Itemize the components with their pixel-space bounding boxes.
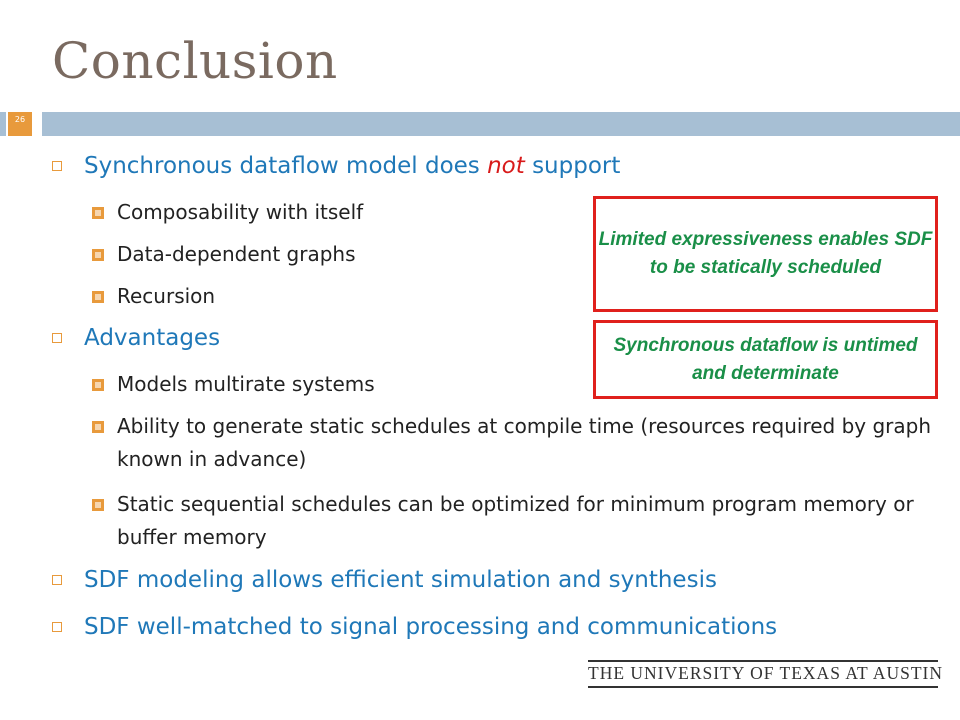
callout-text: Synchronous dataflow is untimed and dete… [613,334,918,384]
hollow-square-bullet-icon [52,575,62,585]
square-bullet-icon [92,379,104,391]
logo-text: THE UNIVERSITY OF TEXAS AT AUSTIN [588,663,943,683]
callout-limited-expressiveness: Limited expressiveness enables SDF to be… [593,196,938,312]
slide-title: Conclusion [52,32,338,90]
square-bullet-icon [92,249,104,261]
sub-bullet-text: Composability with itself [117,200,364,224]
bullet-text: SDF well-matched to signal processing an… [84,614,778,640]
square-bullet-icon [92,499,104,511]
sub-bullet-text: Recursion [117,284,216,308]
header-bar [42,112,960,136]
bullet-text: Advantages [84,325,221,351]
callout-text: Limited expressiveness enables SDF to be… [598,229,933,278]
logo-rule-bottom [588,686,938,688]
slide-number: 26 [8,112,32,136]
sub-bullet-text: Static sequential schedules can be optim… [117,492,914,549]
logo-rule-top [588,660,938,662]
square-bullet-icon [92,291,104,303]
hollow-square-bullet-icon [52,333,62,343]
hollow-square-bullet-icon [52,161,62,171]
callout-untimed-determinate: Synchronous dataflow is untimed and dete… [593,320,938,399]
header-bar-left [0,112,6,136]
university-logo: THE UNIVERSITY OF TEXAS AT AUSTIN [588,660,943,688]
hollow-square-bullet-icon [52,622,62,632]
emphasis-not: not [487,153,525,179]
sub-bullet-text: Models multirate systems [117,372,375,396]
bullet-text: Synchronous dataflow model does not supp… [84,153,621,179]
square-bullet-icon [92,421,104,433]
square-bullet-icon [92,207,104,219]
sub-bullet-text: Ability to generate static schedules at … [117,414,932,471]
sub-bullet-text: Data-dependent graphs [117,242,356,266]
bullet-text: SDF modeling allows efficient simulation… [84,567,717,593]
